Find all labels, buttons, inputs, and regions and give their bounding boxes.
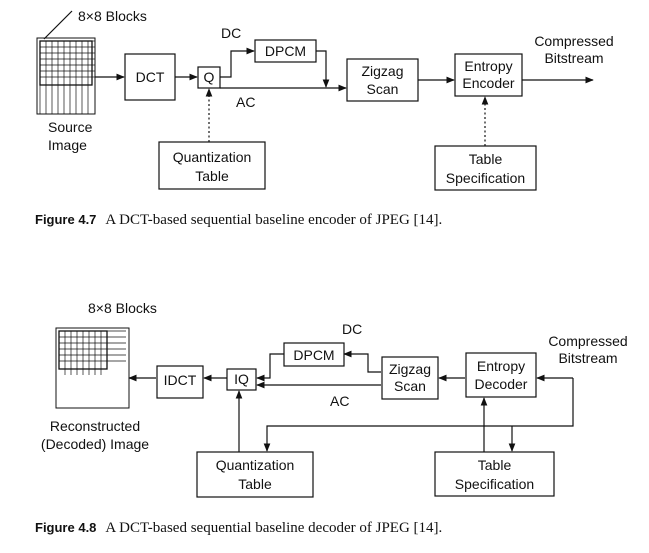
encoder-arrow-q-dpcm [220, 47, 255, 78]
decoder-caption-text: A DCT-based sequential baseline decoder … [105, 520, 442, 536]
encoder-qtable-label-2: Table [195, 168, 229, 184]
decoder-recon-label-2: (Decoded) Image [41, 436, 149, 452]
encoder-dpcm-label: DPCM [265, 43, 306, 59]
encoder-tspec-box [434, 145, 537, 191]
decoder-entropy-label-2: Decoder [475, 376, 528, 392]
decoder-tspec-label-2: Specification [455, 476, 534, 492]
decoder-caption: Figure 4.8 A DCT-based sequential baseli… [35, 519, 442, 536]
encoder-source-image-grid [36, 37, 96, 115]
decoder-arrow-bitstream-qtable [263, 378, 574, 452]
decoder-entropy-label-1: Entropy [477, 358, 525, 374]
decoder-iq-box [226, 368, 257, 391]
encoder-q-label: Q [204, 69, 215, 85]
encoder-dct-box [124, 53, 176, 101]
encoder-qtable-box [158, 141, 266, 190]
encoder-diagram: 8×8 Blocks Source Image DCT Q DC DPCM AC… [35, 8, 614, 228]
decoder-zigzag-label-2: Scan [394, 378, 426, 394]
decoder-dc-label: DC [342, 321, 362, 337]
encoder-ac-label: AC [236, 94, 255, 110]
encoder-entropy-label-2: Encoder [462, 75, 514, 91]
encoder-blocks-label: 8×8 Blocks [78, 8, 147, 24]
encoder-compressed-label-2: Bitstream [544, 50, 603, 66]
encoder-tspec-label-1: Table [469, 151, 503, 167]
decoder-compressed-label-1: Compressed [548, 333, 627, 349]
decoder-arrow-dpcm-iq [256, 353, 284, 382]
encoder-dc-label: DC [221, 25, 241, 41]
decoder-iq-label: IQ [234, 371, 249, 387]
decoder-qtable-label-2: Table [238, 476, 272, 492]
encoder-caption-text: A DCT-based sequential baseline encoder … [105, 212, 442, 228]
decoder-compressed-label-2: Bitstream [558, 350, 617, 366]
encoder-source-label-2: Image [48, 137, 87, 153]
decoder-recon-image-grid [55, 327, 130, 409]
encoder-entropy-label-1: Entropy [464, 58, 512, 74]
encoder-source-label-1: Source [48, 119, 93, 135]
decoder-qtable-box [196, 451, 314, 498]
encoder-caption: Figure 4.7 A DCT-based sequential baseli… [35, 211, 442, 228]
decoder-dpcm-label: DPCM [293, 347, 334, 363]
encoder-qtable-label-1: Quantization [173, 149, 252, 165]
decoder-tspec-label-1: Table [478, 457, 512, 473]
decoder-idct-box [156, 365, 204, 399]
encoder-zigzag-label-2: Scan [367, 81, 399, 97]
encoder-arrow-dpcm-down [316, 50, 330, 88]
encoder-zigzag-box [346, 58, 419, 102]
decoder-idct-label: IDCT [164, 372, 197, 388]
decoder-blocks-label: 8×8 Blocks [88, 300, 157, 316]
decoder-arrow-zigzag-dpcm [343, 350, 381, 373]
encoder-caption-label: Figure 4.7 [35, 212, 96, 227]
decoder-recon-label-1: Reconstructed [50, 418, 140, 434]
decoder-ac-label: AC [330, 393, 349, 409]
decoder-qtable-label-1: Quantization [216, 457, 295, 473]
encoder-compressed-label-1: Compressed [534, 33, 613, 49]
decoder-zigzag-box [381, 356, 439, 400]
decoder-diagram: 8×8 Blocks Reconstructed [35, 300, 628, 536]
decoder-caption-label: Figure 4.8 [35, 520, 96, 535]
encoder-entropy-box [454, 53, 523, 97]
encoder-blocks-pointer [43, 10, 73, 40]
encoder-tspec-label-2: Specification [446, 170, 525, 186]
encoder-zigzag-label-1: Zigzag [361, 63, 403, 79]
decoder-entropy-box [465, 352, 537, 398]
encoder-dct-label: DCT [136, 69, 165, 85]
decoder-zigzag-label-1: Zigzag [389, 361, 431, 377]
decoder-tspec-box [434, 451, 555, 497]
